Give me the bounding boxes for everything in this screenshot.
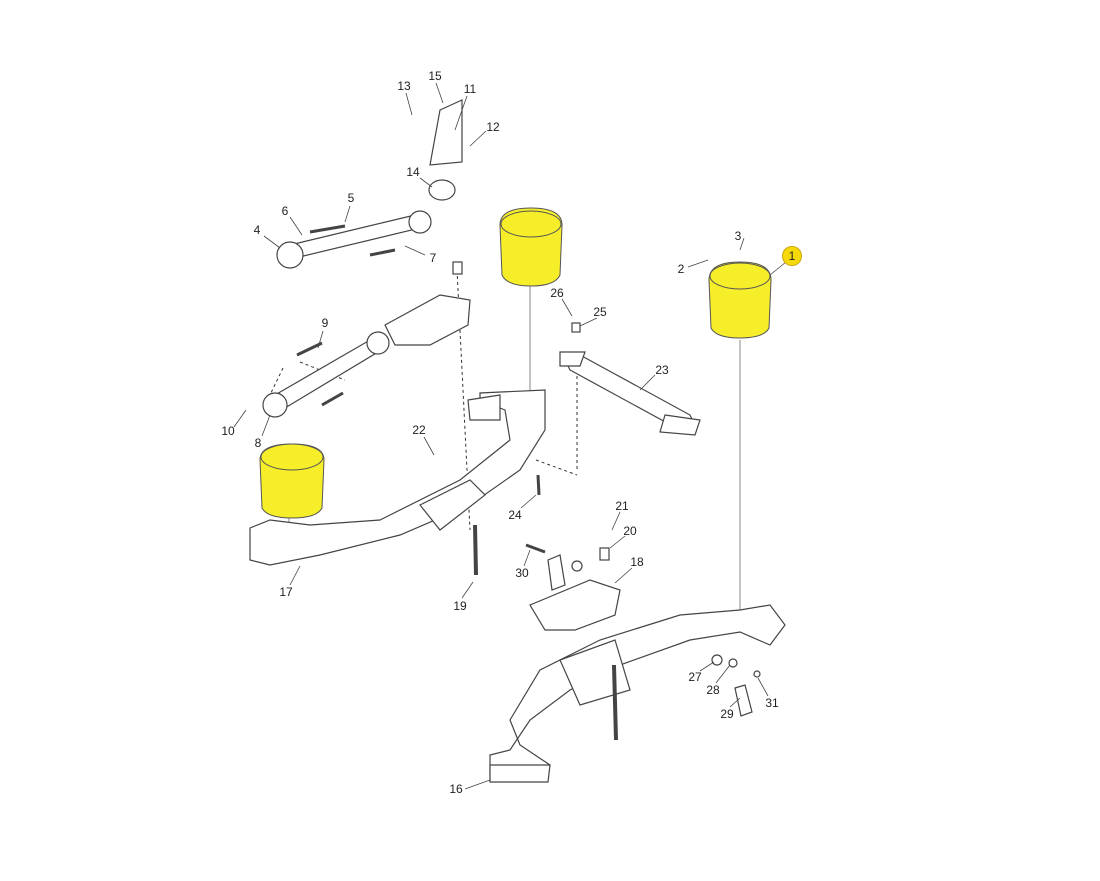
callout-6[interactable]: 6	[281, 204, 289, 218]
axle-bracket	[384, 294, 471, 346]
callout-22[interactable]: 22	[412, 423, 426, 437]
air-spring-rear-left	[259, 443, 325, 519]
callout-10[interactable]: 10	[221, 424, 235, 438]
callout-14[interactable]: 14	[406, 165, 420, 179]
callout-23[interactable]: 23	[655, 363, 669, 377]
top-bracket-11	[429, 99, 463, 166]
callout-5[interactable]: 5	[347, 191, 355, 205]
callout-15[interactable]: 15	[428, 69, 442, 83]
air-spring-front-right	[708, 261, 772, 339]
callout-4[interactable]: 4	[253, 223, 261, 237]
callout-21[interactable]: 21	[615, 499, 629, 513]
callout-28[interactable]: 28	[706, 683, 720, 697]
callout-7[interactable]: 7	[429, 251, 437, 265]
torque-rod-lower	[262, 331, 390, 418]
torque-rod-upper	[276, 210, 432, 269]
callout-1[interactable]: 1	[782, 246, 802, 266]
callout-26[interactable]: 26	[550, 286, 564, 300]
callout-13[interactable]: 13	[397, 79, 411, 93]
cross-member-23	[559, 351, 701, 436]
callout-31[interactable]: 31	[765, 696, 779, 710]
bracket-18	[529, 579, 621, 631]
beam-17	[249, 389, 546, 566]
callout-16[interactable]: 16	[449, 782, 463, 796]
bump-stop-14	[428, 179, 456, 201]
callout-8[interactable]: 8	[254, 436, 262, 450]
bolts	[296, 224, 761, 741]
callout-20[interactable]: 20	[623, 524, 637, 538]
beam-16	[489, 604, 786, 783]
callout-17[interactable]: 17	[279, 585, 293, 599]
callout-29[interactable]: 29	[720, 707, 734, 721]
alignment-lines	[269, 269, 741, 612]
callout-30[interactable]: 30	[515, 566, 529, 580]
leader-lines	[233, 82, 787, 790]
callout-11[interactable]: 11	[463, 82, 477, 96]
callout-9[interactable]: 9	[321, 316, 329, 330]
air-spring-rear-center	[499, 207, 563, 287]
callout-12[interactable]: 12	[486, 120, 500, 134]
callout-25[interactable]: 25	[593, 305, 607, 319]
callout-3[interactable]: 3	[734, 229, 742, 243]
callout-2[interactable]: 2	[677, 262, 685, 276]
callout-18[interactable]: 18	[630, 555, 644, 569]
callout-24[interactable]: 24	[508, 508, 522, 522]
callout-19[interactable]: 19	[453, 599, 467, 613]
callout-27[interactable]: 27	[688, 670, 702, 684]
